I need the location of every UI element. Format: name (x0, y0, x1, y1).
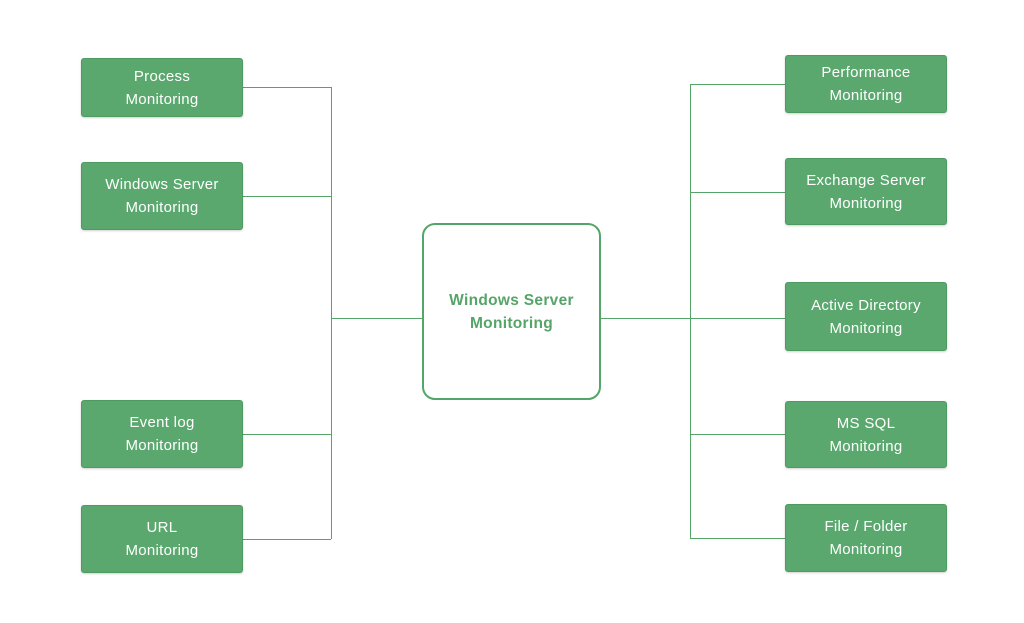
connector-center-left (331, 318, 422, 319)
node-center-windows-server-monitoring-label: Windows Server Monitoring (449, 291, 574, 332)
connector-process (243, 87, 331, 88)
connector-file-folder (690, 538, 785, 539)
node-exchange-server-monitoring-label: Exchange Server Monitoring (806, 171, 926, 212)
node-performance-monitoring-label: Performance Monitoring (821, 64, 911, 104)
node-url-monitoring-label: URL Monitoring (125, 519, 199, 559)
right-bus-line (690, 84, 691, 538)
node-file-folder-monitoring-label: File / Folder Monitoring (824, 518, 908, 558)
node-windows-server-monitoring-left: Windows Server Monitoring (81, 162, 243, 230)
connector-exchange-server (690, 192, 785, 193)
connector-performance (690, 84, 785, 85)
node-center-windows-server-monitoring: Windows Server Monitoring (422, 223, 601, 400)
node-active-directory-monitoring-label: Active Directory Monitoring (811, 296, 921, 337)
connector-url (243, 539, 331, 540)
node-file-folder-monitoring: File / Folder Monitoring (785, 504, 947, 572)
node-exchange-server-monitoring: Exchange Server Monitoring (785, 158, 947, 225)
node-ms-sql-monitoring-label: MS SQL Monitoring (829, 414, 903, 455)
connector-center-right (601, 318, 785, 319)
connector-windows-server-left (243, 196, 331, 197)
node-windows-server-monitoring-left-label: Windows Server Monitoring (105, 176, 219, 216)
left-bus-line (331, 87, 332, 539)
connector-ms-sql (690, 434, 785, 435)
node-event-log-monitoring-label: Event log Monitoring (125, 414, 199, 454)
node-process-monitoring: Process Monitoring (81, 58, 243, 117)
node-active-directory-monitoring: Active Directory Monitoring (785, 282, 947, 351)
node-ms-sql-monitoring: MS SQL Monitoring (785, 401, 947, 468)
node-event-log-monitoring: Event log Monitoring (81, 400, 243, 468)
node-url-monitoring: URL Monitoring (81, 505, 243, 573)
connector-event-log (243, 434, 331, 435)
node-process-monitoring-label: Process Monitoring (125, 67, 199, 108)
node-performance-monitoring: Performance Monitoring (785, 55, 947, 113)
